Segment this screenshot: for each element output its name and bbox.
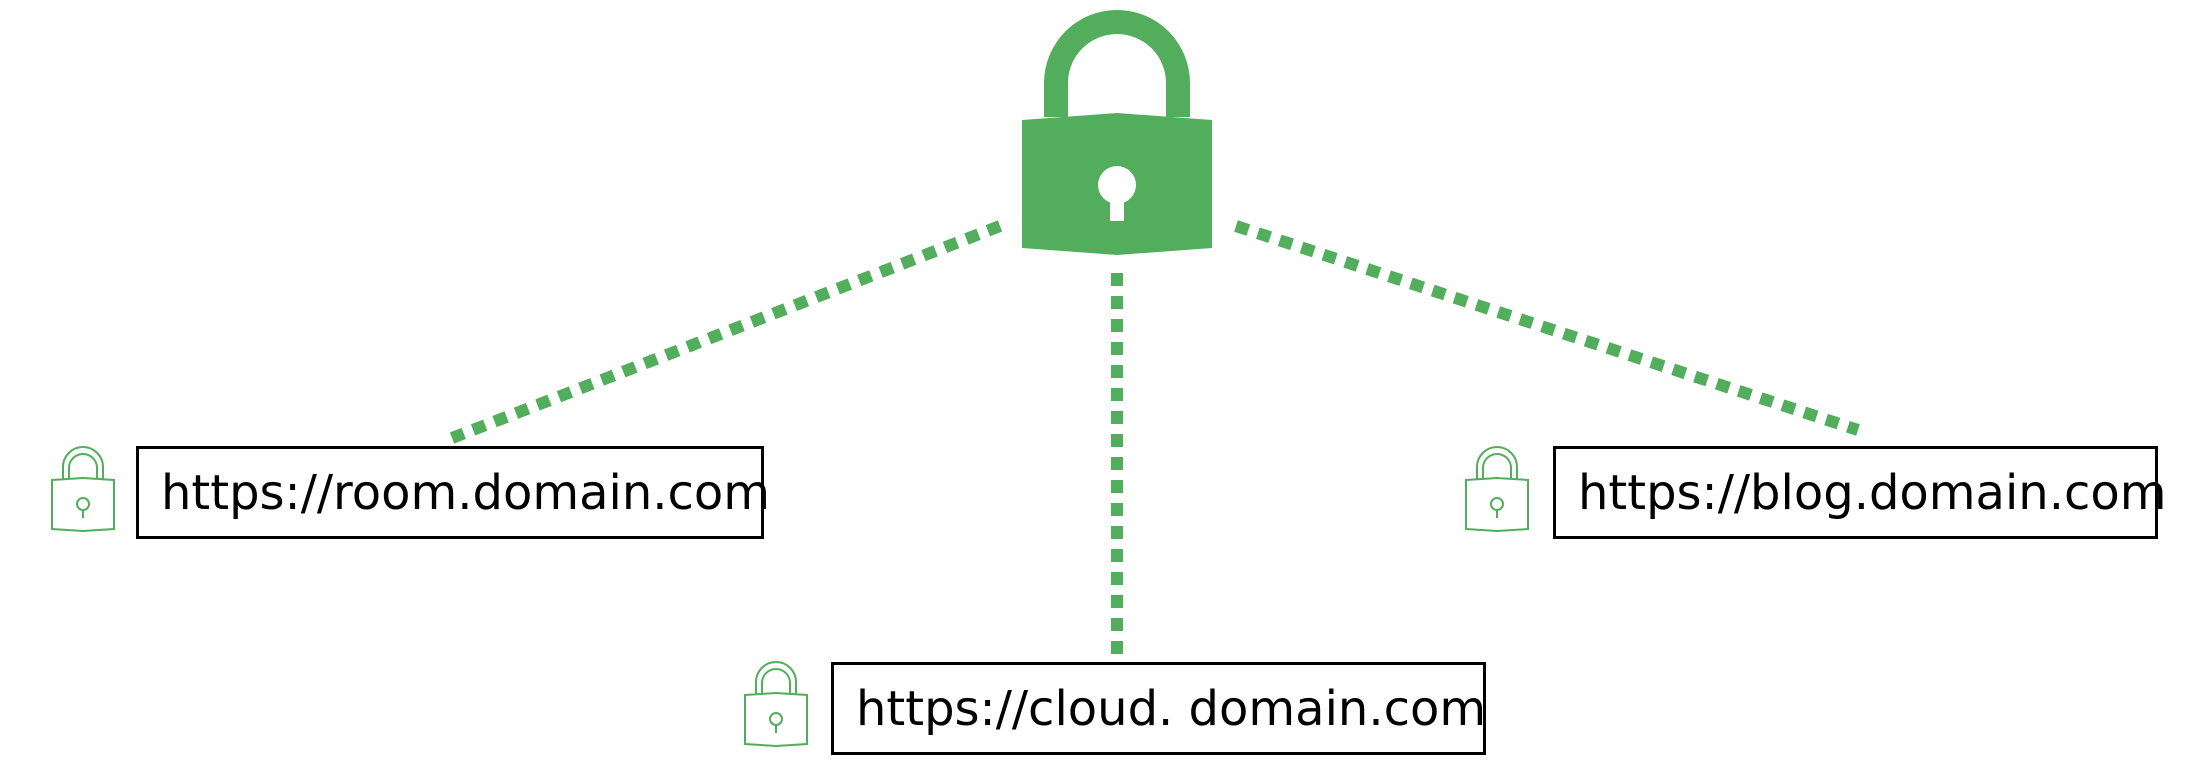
url-label-room: https://room.domain.com <box>161 464 771 521</box>
url-box-blog: https://blog.domain.com <box>1553 446 2167 539</box>
padlock-icon-cloud <box>744 661 808 748</box>
padlock-icon-room <box>51 446 115 533</box>
url-label-cloud: https://cloud. domain.com <box>856 680 1487 737</box>
connector-blog <box>1234 220 1860 436</box>
padlock-icon-blog <box>1465 446 1529 533</box>
url-box-cloud: https://cloud. domain.com <box>831 662 1486 755</box>
central-padlock-icon <box>1022 10 1212 255</box>
url-label-blog: https://blog.domain.com <box>1578 464 2167 521</box>
url-box-room: https://room.domain.com <box>136 446 770 539</box>
connector-room <box>449 220 1003 444</box>
